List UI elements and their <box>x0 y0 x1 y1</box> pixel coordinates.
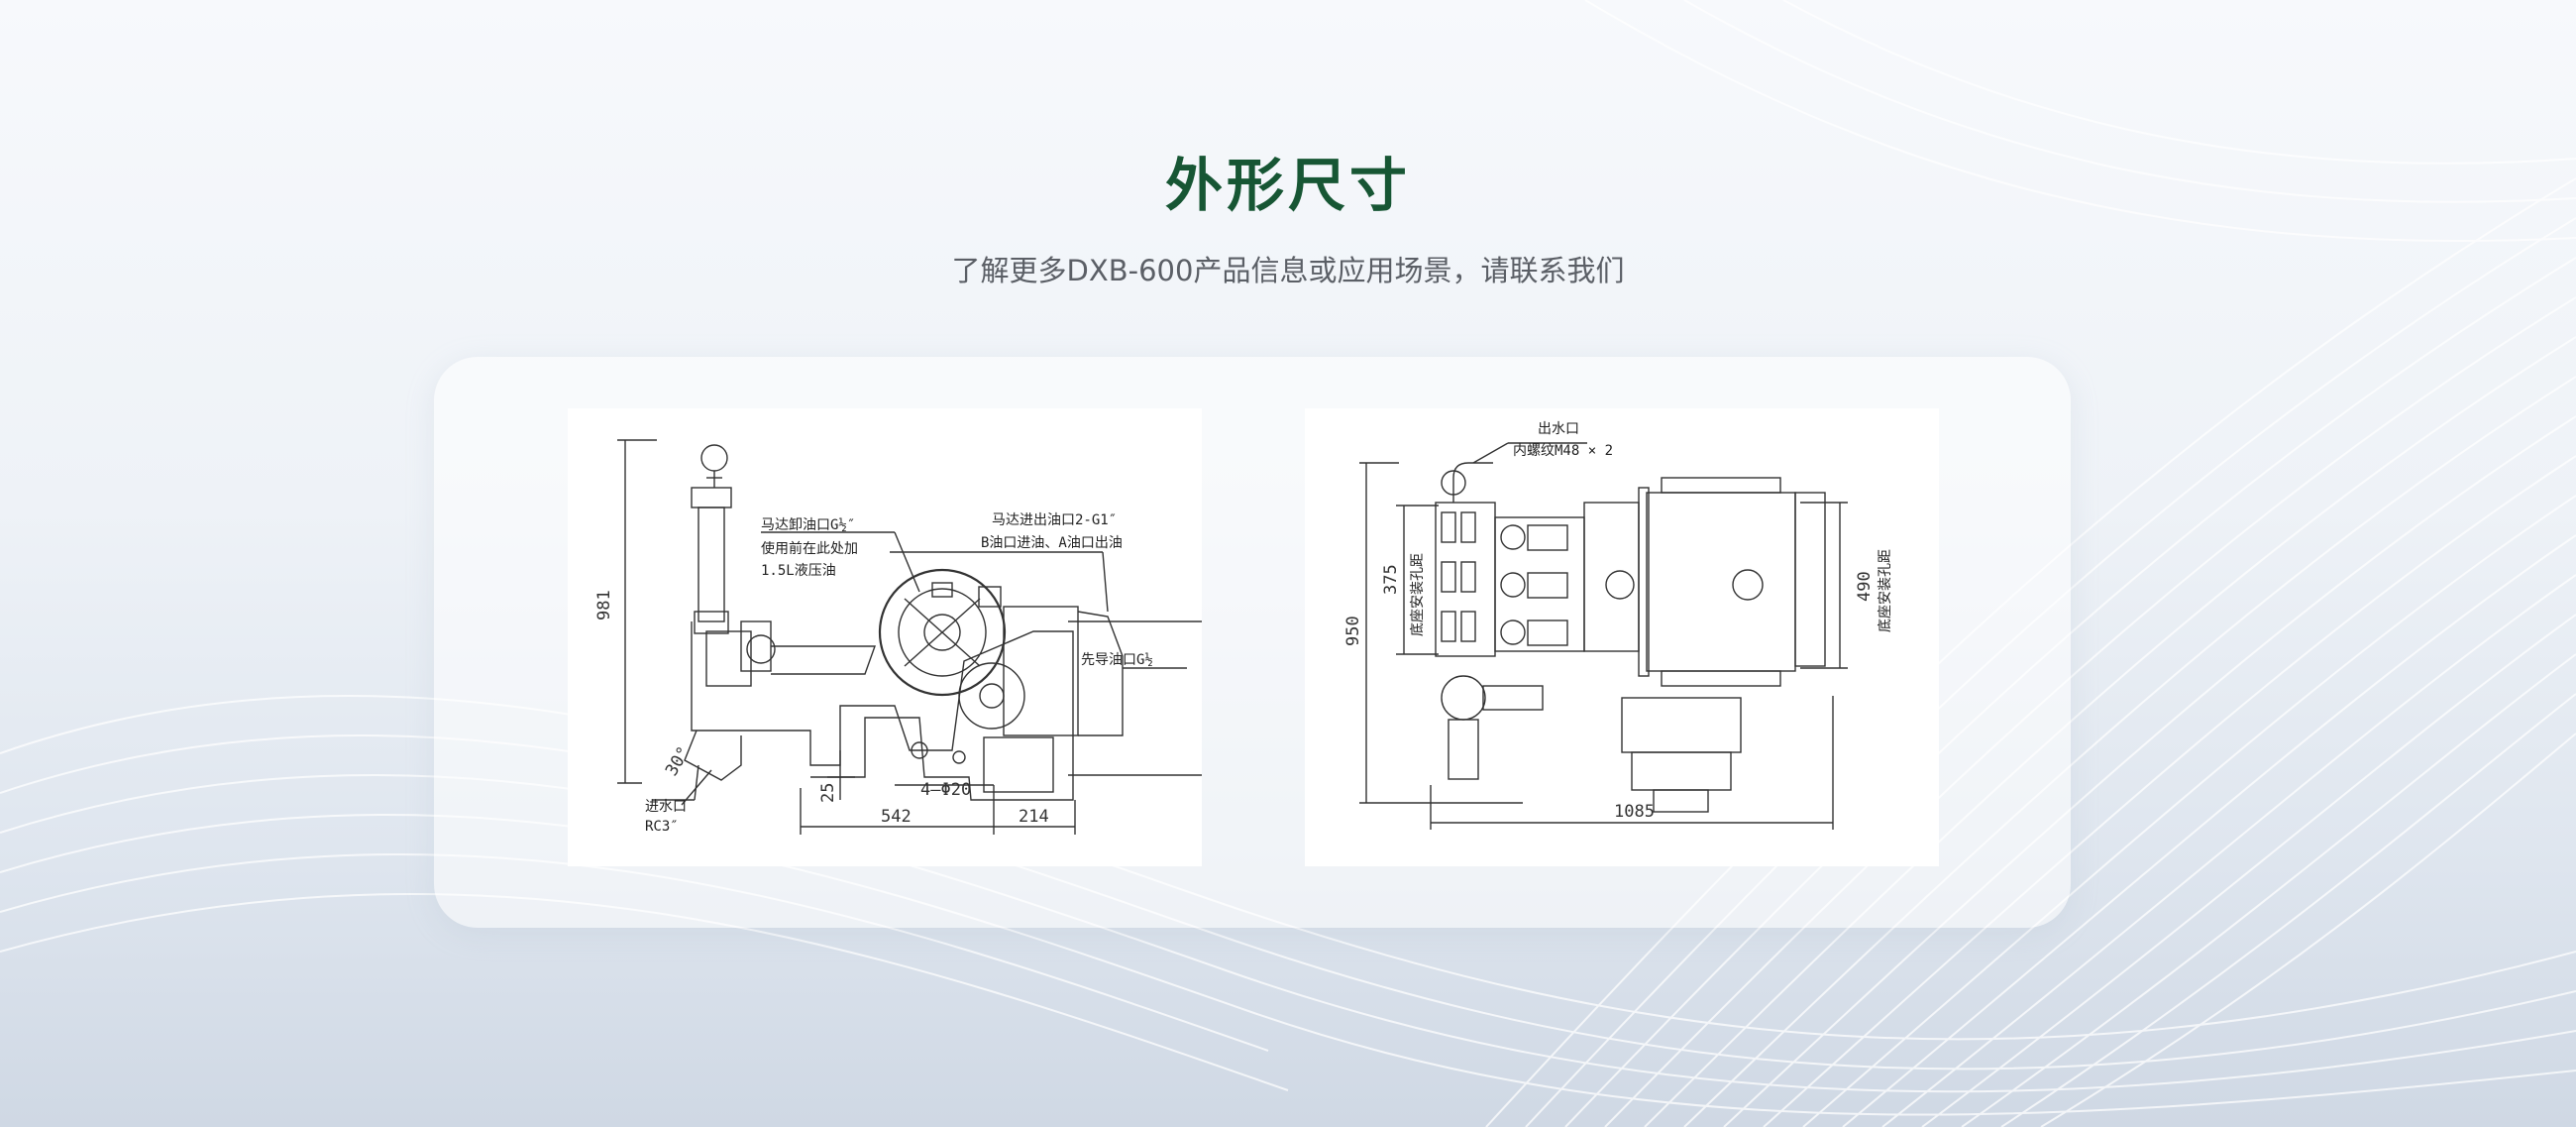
side-view-drawing: 981 30° 25 4—Φ20 542 214 马达卸油口G½″ 使用前在此处… <box>568 408 1202 866</box>
anno-inlet-1: 进水口 <box>645 799 687 815</box>
dimensions-card: 981 30° 25 4—Φ20 542 214 马达卸油口G½″ 使用前在此处… <box>434 357 2071 928</box>
dim-holes: 4—Φ20 <box>920 780 971 800</box>
anno-outlet-1: 出水口 <box>1538 421 1579 437</box>
anno-pilot: 先导油口G½ <box>1081 652 1153 668</box>
top-view-drawing: 950 375 490 1085 底座安装孔距 底座安装孔距 出水口 内螺纹M4… <box>1305 408 1939 866</box>
anno-fill-note-2: 1.5L液压油 <box>761 563 836 579</box>
anno-motor-in-out: 马达进出油口2-G1″ <box>992 512 1117 528</box>
anno-fill-note-1: 使用前在此处加 <box>761 540 858 557</box>
anno-mount-left: 底座安装孔距 <box>1410 553 1426 636</box>
page-title: 外形尺寸 <box>1164 152 1411 219</box>
dim-height: 981 <box>594 590 614 620</box>
dim-offset: 25 <box>818 783 838 803</box>
top-view-svg: 950 375 490 1085 底座安装孔距 底座安装孔距 出水口 内螺纹M4… <box>1343 421 1893 830</box>
anno-motor-drain: 马达卸油口G½″ <box>761 517 855 533</box>
dim-mount-left: 375 <box>1381 564 1401 595</box>
dim-mount-right: 490 <box>1855 571 1875 602</box>
page-subtitle: 了解更多DXB-600产品信息或应用场景，请联系我们 <box>951 254 1625 287</box>
anno-mount-right: 底座安装孔距 <box>1878 549 1893 632</box>
anno-outlet-2: 内螺纹M48 × 2 <box>1513 443 1613 459</box>
dim-length-b: 214 <box>1019 807 1049 827</box>
anno-inlet-2: RC3″ <box>645 819 679 835</box>
anno-ab-ports: B油口进油、A油口出油 <box>981 535 1123 551</box>
dim-length-a: 542 <box>881 807 912 827</box>
side-view-svg: 981 30° 25 4—Φ20 542 214 马达卸油口G½″ 使用前在此处… <box>594 439 1202 835</box>
dim-length: 1085 <box>1614 802 1655 822</box>
dim-height: 950 <box>1343 616 1363 646</box>
